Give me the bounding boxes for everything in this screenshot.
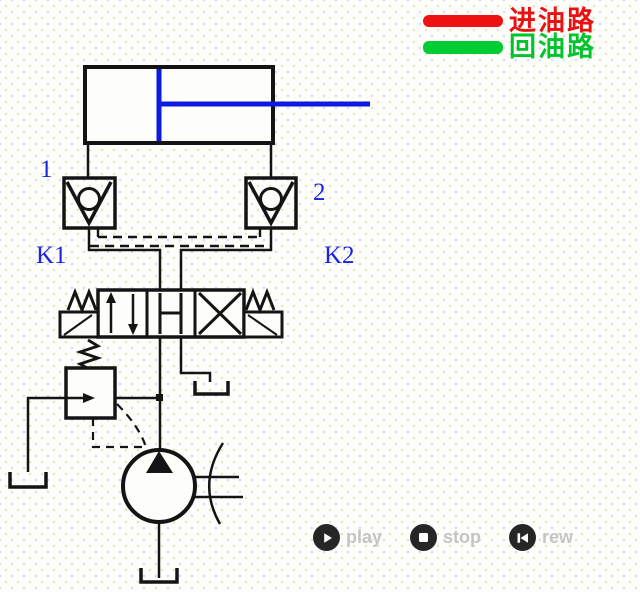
valve-position-parallel bbox=[106, 292, 138, 335]
return-path-color-bar bbox=[423, 40, 503, 54]
rewind-icon[interactable] bbox=[509, 524, 537, 551]
pump-flow-triangle-icon bbox=[146, 451, 173, 473]
legend-return-row: 回油路 bbox=[423, 32, 596, 62]
rew-button-label[interactable]: rew bbox=[542, 527, 574, 547]
check-valve-2 bbox=[244, 176, 298, 230]
return-path-label: 回油路 bbox=[509, 32, 596, 62]
inlet-path-label: 进油路 bbox=[509, 6, 596, 36]
flow-legend: 进油路 回油路 bbox=[423, 6, 596, 62]
stop-button-label[interactable]: stop bbox=[443, 527, 482, 547]
play-icon[interactable] bbox=[313, 524, 340, 551]
check-valve-2-label: 2 bbox=[313, 179, 326, 206]
junction-dot bbox=[156, 394, 163, 401]
pilot-control-lines bbox=[90, 228, 271, 248]
pilot-dashed-line bbox=[116, 403, 148, 448]
variable-adjust-arc-icon bbox=[208, 442, 225, 525]
left-solenoid bbox=[58, 310, 100, 339]
valve-position-crossed bbox=[197, 291, 243, 336]
valve-position-center-h bbox=[158, 293, 183, 334]
pilot-k2-label: K2 bbox=[324, 242, 355, 269]
stop-button[interactable]: stop bbox=[410, 524, 481, 551]
check-ball-icon bbox=[259, 187, 283, 211]
rew-button[interactable]: rew bbox=[509, 524, 573, 551]
playback-controls: play stop rew bbox=[313, 524, 573, 551]
flow-arrow-icon bbox=[83, 393, 95, 403]
play-button[interactable]: play bbox=[313, 524, 382, 551]
bottom-tank-icon bbox=[139, 568, 179, 584]
directional-valve bbox=[58, 287, 284, 339]
left-tank-icon bbox=[8, 472, 48, 489]
right-spring-icon bbox=[244, 287, 276, 315]
relief-valve bbox=[26, 338, 163, 472]
hydraulic-pump bbox=[121, 442, 243, 578]
right-solenoid bbox=[242, 310, 284, 339]
drain-tank-icon bbox=[193, 381, 230, 396]
stop-icon[interactable] bbox=[410, 524, 438, 551]
legend-inlet-row: 进油路 bbox=[423, 6, 596, 36]
hydraulic-cylinder bbox=[83, 65, 370, 145]
inlet-path-color-bar bbox=[423, 15, 503, 27]
relief-spring-icon bbox=[75, 338, 103, 371]
check-valve-1 bbox=[62, 176, 117, 230]
check-ball-icon bbox=[77, 187, 101, 211]
cylinder-port-lines bbox=[86, 145, 273, 178]
left-spring-icon bbox=[66, 287, 98, 315]
check-valve-1-label: 1 bbox=[40, 156, 53, 183]
pilot-k1-label: K1 bbox=[36, 242, 67, 269]
play-button-label[interactable]: play bbox=[346, 527, 383, 547]
valve-connection-lines bbox=[87, 228, 273, 290]
